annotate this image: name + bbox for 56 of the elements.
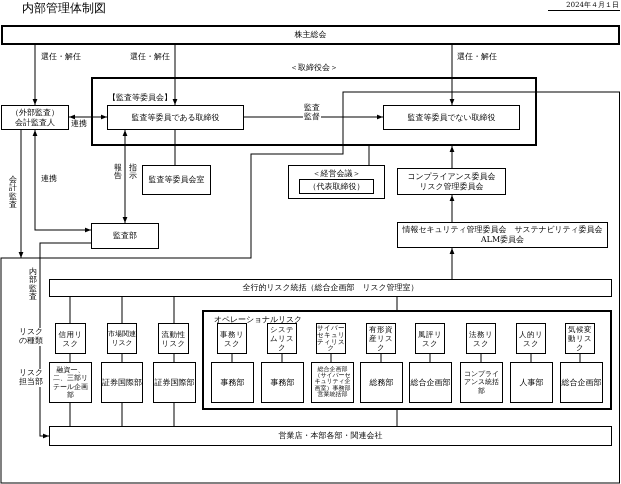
connector-line [396,296,398,310]
org-box: 監査部 [91,223,159,249]
arrow [68,114,108,120]
org-box: 全行的リスク統括（総合企画部 リスク管理室） [49,279,612,297]
arrow [450,194,454,222]
department-box: 証券国際部 [101,362,143,403]
edge-label: 連携 [70,120,88,129]
arrow [32,130,92,232]
department-box: 証券国際部 [153,362,196,403]
arrow [450,146,454,168]
edge-label: 内部監査 [28,268,38,302]
edge-label: 選任・解任 [456,53,498,62]
org-box: 営業店・本部各部・関連会社 [49,426,612,446]
connector-line [330,354,332,362]
side-label: 指示 [128,164,138,181]
frame-heading: オペレーショナルリスク [214,315,302,325]
group-heading: 【監査等委員会】 [107,93,173,103]
department-box: 総合企画部 [560,362,603,403]
org-box: （外部監査）会計監査人 [1,105,69,130]
org-box: コンプライアンス委員会リスク管理委員会 [397,168,506,195]
department-box: 人事部 [510,362,553,403]
arrow [450,248,454,280]
connector-line [530,354,532,362]
edge-label: 選任・解任 [129,53,171,62]
connector-line [396,410,398,426]
edge-label: 選任・解任 [40,53,82,62]
org-box: （代表取締役） [299,179,374,194]
edge-label: 連携 [40,175,58,184]
org-box: 監査等委員会室 [142,165,211,195]
arrow [122,130,128,224]
connector-line [480,354,482,362]
org-box: 監査等委員である取締役 [107,105,244,130]
arrow [172,44,178,106]
arrow [32,44,38,106]
arrow [450,44,454,106]
edge-label: 監査監督 [303,104,321,122]
org-box: 情報セキュリティ管理委員会 サステナビリティ委員会ALM委員会 [397,222,608,248]
edge-label: 報告 [113,164,123,181]
frame-heading: ＜経営会議＞ [312,169,362,179]
department-box: 総務部 [360,362,403,403]
connector-line [380,354,382,362]
connector-line [174,130,176,166]
row-label: リスクの種類 [18,328,46,346]
org-box: 株主総会 [1,25,620,45]
arrow [244,114,384,120]
department-box: 事務部 [211,362,254,403]
department-box: 総合企画部 [409,362,452,403]
arrow [18,130,24,258]
department-box: 事務部 [261,362,304,403]
meeting-frame [288,165,385,199]
diagram-title: 内部管理体制図 [22,0,106,17]
risk-group-frame [202,310,612,410]
edge-label: 会計監査 [8,176,18,210]
org-box: 監査等委員でない取締役 [383,105,520,130]
group-heading: ＜取締役会＞ [289,63,339,74]
connector-line [368,146,370,166]
